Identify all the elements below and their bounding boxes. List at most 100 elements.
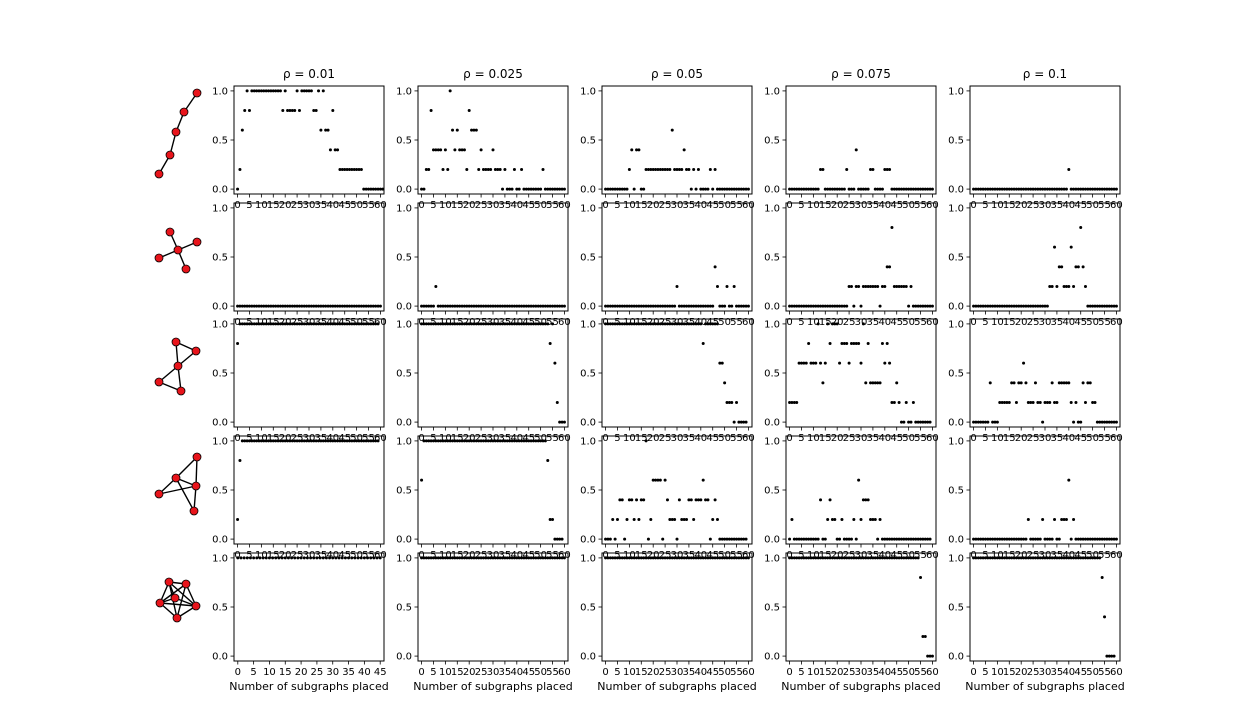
data-point <box>489 556 493 560</box>
data-point <box>369 187 373 191</box>
data-point <box>491 322 495 326</box>
data-point <box>871 556 875 560</box>
scatter-series <box>420 439 564 541</box>
data-point <box>637 556 641 560</box>
data-point <box>505 187 509 191</box>
data-point <box>496 304 500 308</box>
data-point <box>309 439 313 443</box>
data-point <box>317 304 321 308</box>
data-point <box>1005 537 1009 541</box>
data-point <box>288 322 292 326</box>
data-point <box>639 322 643 326</box>
x-tick-label: 60 <box>926 550 939 561</box>
x-tick-label: 60 <box>742 317 755 328</box>
x-tick-label: 35 <box>867 200 880 211</box>
x-tick-label: 0 <box>602 550 608 561</box>
x-tick-label: 0 <box>602 200 608 211</box>
data-point <box>560 420 564 424</box>
data-point <box>362 187 366 191</box>
data-point <box>823 187 827 191</box>
data-point <box>491 556 495 560</box>
data-point <box>689 556 693 560</box>
x-tick-label: 25 <box>843 433 856 444</box>
data-point <box>350 439 354 443</box>
x-tick-label: 45 <box>706 433 719 444</box>
data-point <box>1003 537 1007 541</box>
x-tick-label: 25 <box>659 550 672 561</box>
data-point <box>1017 537 1021 541</box>
data-point <box>240 322 244 326</box>
data-point <box>455 304 459 308</box>
data-point <box>972 556 976 560</box>
data-point <box>443 148 447 152</box>
data-point <box>639 304 643 308</box>
data-point <box>725 187 729 191</box>
data-point <box>326 439 330 443</box>
data-point <box>369 439 373 443</box>
data-point <box>271 439 275 443</box>
x-tick-label: 40 <box>878 667 891 678</box>
data-point <box>453 322 457 326</box>
data-point <box>1081 265 1085 269</box>
data-point <box>615 322 619 326</box>
x-tick-label: 55 <box>546 200 559 211</box>
data-point <box>501 304 505 308</box>
data-point <box>1114 537 1118 541</box>
data-point <box>923 187 927 191</box>
data-point <box>498 304 502 308</box>
data-point <box>608 187 612 191</box>
data-point <box>560 304 564 308</box>
data-point <box>661 167 665 171</box>
data-point <box>436 322 440 326</box>
data-point <box>1043 537 1047 541</box>
motif-node <box>173 361 183 371</box>
data-point <box>807 537 811 541</box>
data-point <box>448 89 452 93</box>
data-point <box>1093 537 1097 541</box>
x-tick-label: 55 <box>546 550 559 561</box>
data-point <box>293 322 297 326</box>
data-point <box>1045 187 1049 191</box>
data-point <box>828 304 832 308</box>
data-point <box>835 187 839 191</box>
data-point <box>467 556 471 560</box>
x-tick-label: 5 <box>798 550 804 561</box>
data-point <box>708 556 712 560</box>
motif-node <box>171 337 181 347</box>
data-point <box>701 304 705 308</box>
data-point <box>300 439 304 443</box>
data-point <box>656 556 660 560</box>
x-tick-label: 10 <box>807 200 820 211</box>
data-point <box>319 128 323 132</box>
data-point <box>718 187 722 191</box>
data-point <box>1033 556 1037 560</box>
data-point <box>441 304 445 308</box>
data-point <box>340 439 344 443</box>
data-point <box>481 556 485 560</box>
data-point <box>512 439 516 443</box>
data-point <box>635 498 639 502</box>
data-point <box>823 361 827 365</box>
data-point <box>551 556 555 560</box>
data-point <box>926 420 930 424</box>
data-point <box>1103 420 1107 424</box>
data-point <box>727 537 731 541</box>
data-point <box>730 187 734 191</box>
motif-node <box>181 579 191 589</box>
data-point <box>979 187 983 191</box>
x-tick-label: 45 <box>890 200 903 211</box>
x-tick-label: 25 <box>475 667 488 678</box>
data-point <box>919 304 923 308</box>
x-tick-label: 15 <box>819 667 832 678</box>
data-point <box>1053 517 1057 521</box>
data-point <box>340 322 344 326</box>
data-point <box>1107 537 1111 541</box>
data-point <box>496 167 500 171</box>
data-point <box>797 361 801 365</box>
axes-frame <box>233 552 385 662</box>
data-point <box>930 654 934 658</box>
data-point <box>1050 284 1054 288</box>
data-point <box>914 537 918 541</box>
data-point <box>1057 265 1061 269</box>
data-point <box>267 304 271 308</box>
